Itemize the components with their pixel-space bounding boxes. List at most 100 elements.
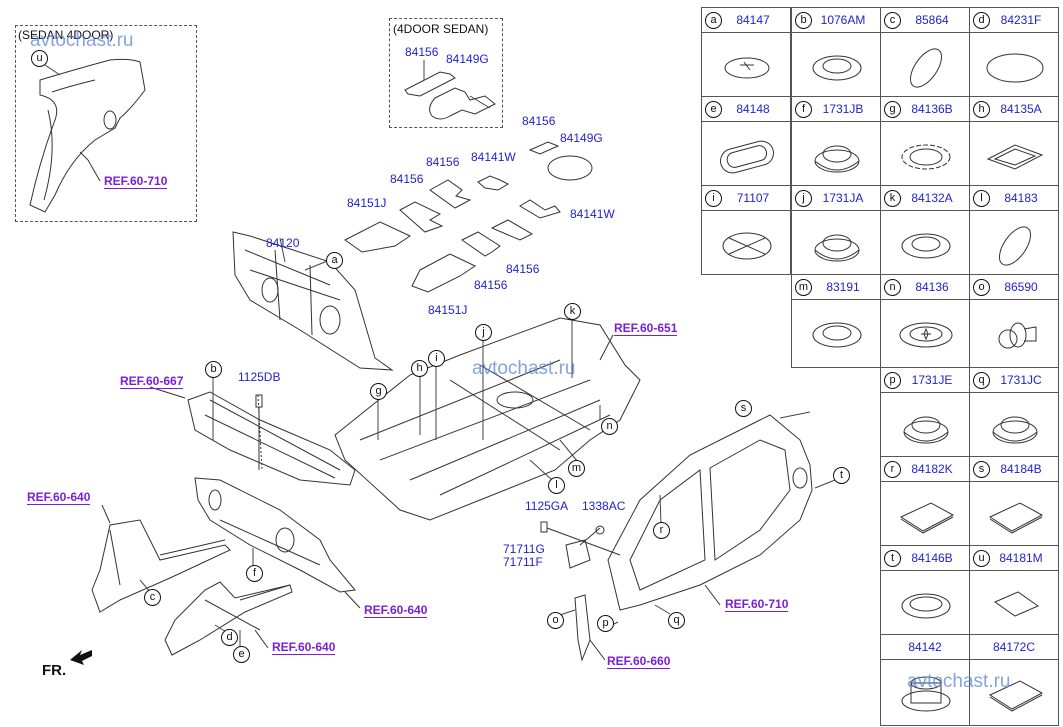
front-arrow-icon xyxy=(70,650,92,665)
callout-i[interactable]: i xyxy=(428,350,445,367)
part-number[interactable]: 84132A xyxy=(911,191,953,205)
callout-c[interactable]: c xyxy=(144,589,161,606)
part-number[interactable]: 84183 xyxy=(1004,191,1038,205)
callout-l[interactable]: l xyxy=(548,477,565,494)
part-number[interactable]: 84142 xyxy=(908,640,942,654)
callout-key: g xyxy=(884,101,901,118)
part-number[interactable]: 83191 xyxy=(826,280,860,294)
callout-f[interactable]: f xyxy=(246,565,263,582)
callout-t[interactable]: t xyxy=(833,467,850,484)
part-label-71711f[interactable]: 71711F xyxy=(503,555,543,569)
part-label-1338ac[interactable]: 1338AC xyxy=(582,499,626,513)
part-number[interactable]: 1076AM xyxy=(820,13,866,27)
part-number[interactable]: 84146B xyxy=(911,551,953,565)
ring-flat-icon xyxy=(901,593,951,619)
part-number[interactable]: 84135A xyxy=(1000,102,1042,116)
part-number[interactable]: 71107 xyxy=(736,191,770,205)
callout-q[interactable]: q xyxy=(668,612,685,629)
callout-g[interactable]: g xyxy=(370,383,387,400)
callout-n[interactable]: n xyxy=(601,418,618,435)
part-label-84156-inset[interactable]: 84156 xyxy=(405,45,439,59)
part-label-84156[interactable]: 84156 xyxy=(522,114,556,128)
part-label-71711g[interactable]: 71711G xyxy=(503,542,545,556)
parts-table-cell[interactable]: h 84135A xyxy=(969,96,1059,186)
callout-e[interactable]: e xyxy=(233,646,250,663)
part-label-84151j[interactable]: 84151J xyxy=(347,196,387,210)
ref-60-640[interactable]: REF.60-640 xyxy=(272,640,336,655)
callout-o[interactable]: o xyxy=(547,612,564,629)
part-number[interactable]: 84231F xyxy=(1000,13,1042,27)
callout-a[interactable]: a xyxy=(326,252,343,269)
part-label-84149g[interactable]: 84149G xyxy=(560,131,603,145)
callout-r[interactable]: r xyxy=(653,522,670,539)
part-number[interactable]: 84184B xyxy=(1000,462,1042,476)
callout-d[interactable]: d xyxy=(221,629,238,646)
part-label-84156[interactable]: 84156 xyxy=(506,262,540,276)
callout-p[interactable]: p xyxy=(597,615,614,632)
bolt-1125db-drawing xyxy=(255,394,263,470)
part-label-84156[interactable]: 84156 xyxy=(390,172,424,186)
parts-table-cell[interactable]: g 84136B xyxy=(880,96,970,186)
part-number[interactable]: 85864 xyxy=(915,13,949,27)
callout-j[interactable]: j xyxy=(475,324,492,341)
part-number[interactable]: 1731JA xyxy=(822,191,864,205)
part-number[interactable]: 84136 xyxy=(915,280,949,294)
ref-60-660[interactable]: REF.60-660 xyxy=(607,654,671,669)
part-label-84120[interactable]: 84120 xyxy=(266,236,300,250)
part-number[interactable]: 84147 xyxy=(736,13,770,27)
callout-h[interactable]: h xyxy=(411,360,428,377)
part-label-1125ga[interactable]: 1125GA xyxy=(525,499,569,513)
part-number[interactable]: 84181M xyxy=(999,551,1043,565)
part-label-84156[interactable]: 84156 xyxy=(426,155,460,169)
part-number[interactable]: 1731JE xyxy=(911,373,953,387)
part-number[interactable]: 84136B xyxy=(911,102,953,116)
part-label-84141w[interactable]: 84141W xyxy=(570,207,615,221)
ref-60-710[interactable]: REF.60-710 xyxy=(725,597,789,612)
grommet-ring-icon xyxy=(901,233,951,259)
part-label-84151j[interactable]: 84151J xyxy=(428,303,468,317)
callout-key: h xyxy=(973,101,990,118)
part-label-1125db[interactable]: 1125DB xyxy=(238,370,281,384)
callout-b[interactable]: b xyxy=(205,361,222,378)
ref-60-667[interactable]: REF.60-667 xyxy=(120,374,184,389)
part-label-84141w[interactable]: 84141W xyxy=(471,150,516,164)
parts-table-cell[interactable]: 84172C xyxy=(969,634,1059,726)
part-label-84156[interactable]: 84156 xyxy=(474,278,508,292)
ref-60-640[interactable]: REF.60-640 xyxy=(364,603,428,618)
part-number[interactable]: 1731JC xyxy=(1000,373,1042,387)
ref-60-651[interactable]: REF.60-651 xyxy=(614,321,678,336)
inset-4door-sedan-title: (4DOOR SEDAN) xyxy=(393,22,489,36)
part-number[interactable]: 84148 xyxy=(736,102,770,116)
ref-60-710-inset[interactable]: REF.60-710 xyxy=(104,174,168,189)
part-number[interactable]: 86590 xyxy=(1004,280,1038,294)
callout-s[interactable]: s xyxy=(735,400,752,417)
part-number[interactable]: 84172C xyxy=(992,640,1036,654)
ref-60-640[interactable]: REF.60-640 xyxy=(27,490,91,505)
part-label-84149g-inset[interactable]: 84149G xyxy=(446,52,489,66)
square-pad-icon xyxy=(988,502,1044,534)
callout-m[interactable]: m xyxy=(568,460,585,477)
callout-k[interactable]: k xyxy=(564,303,581,320)
part-number[interactable]: 1731JB xyxy=(822,102,864,116)
part-number[interactable]: 84182K xyxy=(911,462,953,476)
